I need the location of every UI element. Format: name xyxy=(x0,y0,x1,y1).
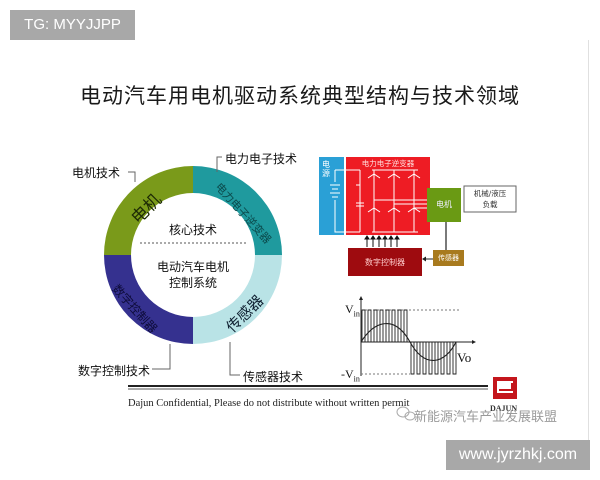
confidential-notice: Dajun Confidential, Please do not distri… xyxy=(128,398,410,409)
vo-label: Vo xyxy=(457,350,472,365)
ring-segment-motor xyxy=(104,166,193,255)
power-source-label: 电源 xyxy=(322,160,330,178)
callout-sensor-tech: 传感器技术 xyxy=(243,370,304,384)
ring-center-line2: 控制系统 xyxy=(168,276,217,290)
controller-label: 数字控制器 xyxy=(365,258,405,267)
pwm-waveform-plot xyxy=(359,296,476,376)
dajun-logo-text: DAJUN xyxy=(490,404,518,413)
ring-center-line1: 电动汽车电机 xyxy=(156,260,229,274)
callout-power-electronics-tech: 电力电子技术 xyxy=(225,152,298,166)
motor-block xyxy=(427,188,461,222)
callout-digital-control-tech: 数字控制技术 xyxy=(78,364,151,378)
neg-vin-label: -Vin xyxy=(341,367,360,384)
watermark-bottom-right: www.jyrzhkj.com xyxy=(446,440,590,470)
motor-label: 电机 xyxy=(436,200,452,209)
load-label-line2: 负载 xyxy=(482,200,498,209)
sensor-block xyxy=(433,250,464,266)
controller-block xyxy=(348,248,422,276)
wechat-account-watermark: 新能源汽车产业发展联盟 xyxy=(414,410,558,425)
page-title: 电动汽车用电机驱动系统典型结构与技术领域 xyxy=(80,84,520,108)
load-block xyxy=(463,185,517,213)
dajun-logo-icon xyxy=(493,377,517,399)
inverter-label: 电力电子逆变器 xyxy=(361,159,415,168)
ring-center-top: 核心技术 xyxy=(168,223,217,237)
callout-motor-tech: 电机技术 xyxy=(72,166,121,180)
ring-segment-sensor xyxy=(193,255,282,344)
ring-segment-controller xyxy=(104,255,193,344)
control-signal-arrows xyxy=(364,235,400,247)
vin-label: Vin xyxy=(345,302,360,319)
load-label-line1: 机械/液压 xyxy=(473,189,507,198)
ring-segment-inverter xyxy=(193,166,282,255)
watermark-top-left: TG: MYYJJPP xyxy=(10,10,135,40)
wechat-icon xyxy=(396,406,416,421)
sensor-label: 传感器 xyxy=(438,254,459,262)
